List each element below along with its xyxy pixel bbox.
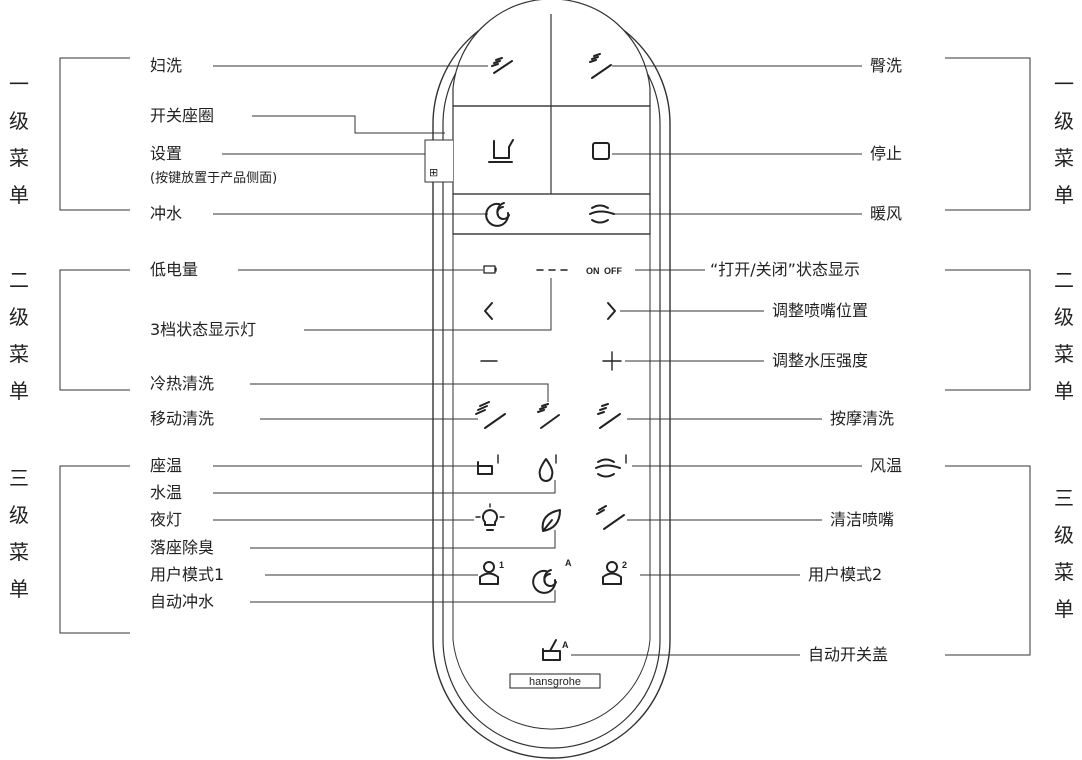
label-clean-nozzle: 清洁喷嘴 — [830, 510, 895, 529]
label-seat-ring-toggle: 开关座圈 — [150, 106, 215, 125]
female-wash-icon[interactable] — [491, 57, 513, 74]
label-auto-lid: 自动开关盖 — [808, 645, 889, 664]
hot-cold-wash-icon[interactable] — [537, 403, 560, 429]
menu-level2-right: 二级菜单 — [1054, 268, 1074, 403]
label-settings-note: (按键放置于产品侧面) — [150, 171, 278, 186]
off-label: OFF — [604, 266, 622, 276]
flush-icon[interactable] — [485, 202, 510, 227]
label-auto-flush: 自动冲水 — [150, 592, 215, 611]
battery-icon — [483, 265, 497, 274]
auto-flush-icon[interactable] — [532, 569, 557, 594]
remote-text: ON OFF 1 2 A A ⊞ — [429, 166, 627, 650]
label-female-wash: 妇洗 — [150, 56, 183, 75]
label-night-light: 夜灯 — [150, 510, 183, 529]
label-stop: 停止 — [870, 144, 903, 163]
brand-logo: hansgrohe — [509, 673, 601, 689]
settings-dots-icon: ⊞ — [429, 166, 438, 179]
menu-level1-left: 一级菜单 — [7, 66, 31, 214]
label-user-mode-2: 用户模式2 — [808, 565, 883, 584]
massage-wash-icon[interactable] — [597, 403, 621, 429]
toilet-seat-icon[interactable] — [488, 139, 514, 163]
label-low-battery: 低电量 — [150, 260, 199, 279]
user-1-icon[interactable] — [479, 561, 499, 585]
label-nozzle-position: 调整喷嘴位置 — [772, 301, 869, 320]
warm-air-icon[interactable] — [589, 204, 615, 224]
menu-level3-left: 三级菜单 — [9, 466, 29, 601]
label-water-pressure: 调整水压强度 — [772, 351, 869, 370]
moving-wash-icon[interactable] — [475, 401, 506, 429]
menu-level2-left: 二级菜单 — [9, 268, 29, 403]
deodorize-leaf-icon[interactable] — [541, 509, 561, 532]
plus-icon[interactable] — [602, 351, 622, 371]
leader-lines — [59, 57, 1031, 656]
label-settings: 设置 — [150, 144, 183, 163]
clean-nozzle-icon[interactable] — [596, 505, 625, 530]
label-rear-wash: 臀洗 — [870, 56, 903, 75]
user1-sup: 1 — [499, 560, 504, 570]
user2-sup: 2 — [622, 560, 627, 570]
night-light-icon[interactable] — [475, 503, 505, 531]
menu-level3-right: 三级菜单 — [1054, 486, 1074, 621]
label-water-temp: 水温 — [150, 483, 183, 502]
label-seat-temp: 座温 — [150, 456, 183, 475]
label-air-temp: 风温 — [870, 456, 903, 475]
label-flush: 冲水 — [150, 204, 183, 223]
label-moving-wash: 移动清洗 — [150, 409, 215, 428]
label-hot-cold-wash: 冷热清洗 — [150, 374, 215, 393]
label-deodorize: 落座除臭 — [150, 538, 215, 557]
nozzle-right-icon[interactable] — [607, 302, 616, 320]
menu-level1-right: 一级菜单 — [1054, 72, 1074, 207]
auto-flush-sup: A — [565, 558, 572, 568]
auto-lid-sup: A — [562, 640, 569, 650]
label-user-mode-1: 用户模式1 — [150, 565, 225, 584]
air-temp-icon[interactable] — [595, 454, 627, 478]
label-massage-wash: 按摩清洗 — [830, 409, 895, 428]
brand-text: hansgrohe — [529, 676, 581, 688]
user-2-icon[interactable] — [602, 561, 622, 585]
label-on-off-status: “打开/关闭”状态显示 — [710, 260, 860, 279]
label-three-level-lights: 3档状态显示灯 — [150, 320, 257, 339]
nozzle-left-icon[interactable] — [484, 302, 493, 320]
label-warm-air: 暖风 — [870, 204, 903, 223]
seat-temp-icon[interactable] — [477, 454, 499, 475]
remote-body — [424, 0, 671, 759]
rear-wash-icon[interactable] — [589, 53, 612, 79]
menu-char: 一 — [9, 72, 29, 96]
water-temp-icon[interactable] — [538, 454, 557, 482]
auto-lid-icon[interactable] — [542, 639, 561, 661]
stop-icon[interactable] — [592, 142, 610, 160]
on-label: ON — [586, 266, 600, 276]
